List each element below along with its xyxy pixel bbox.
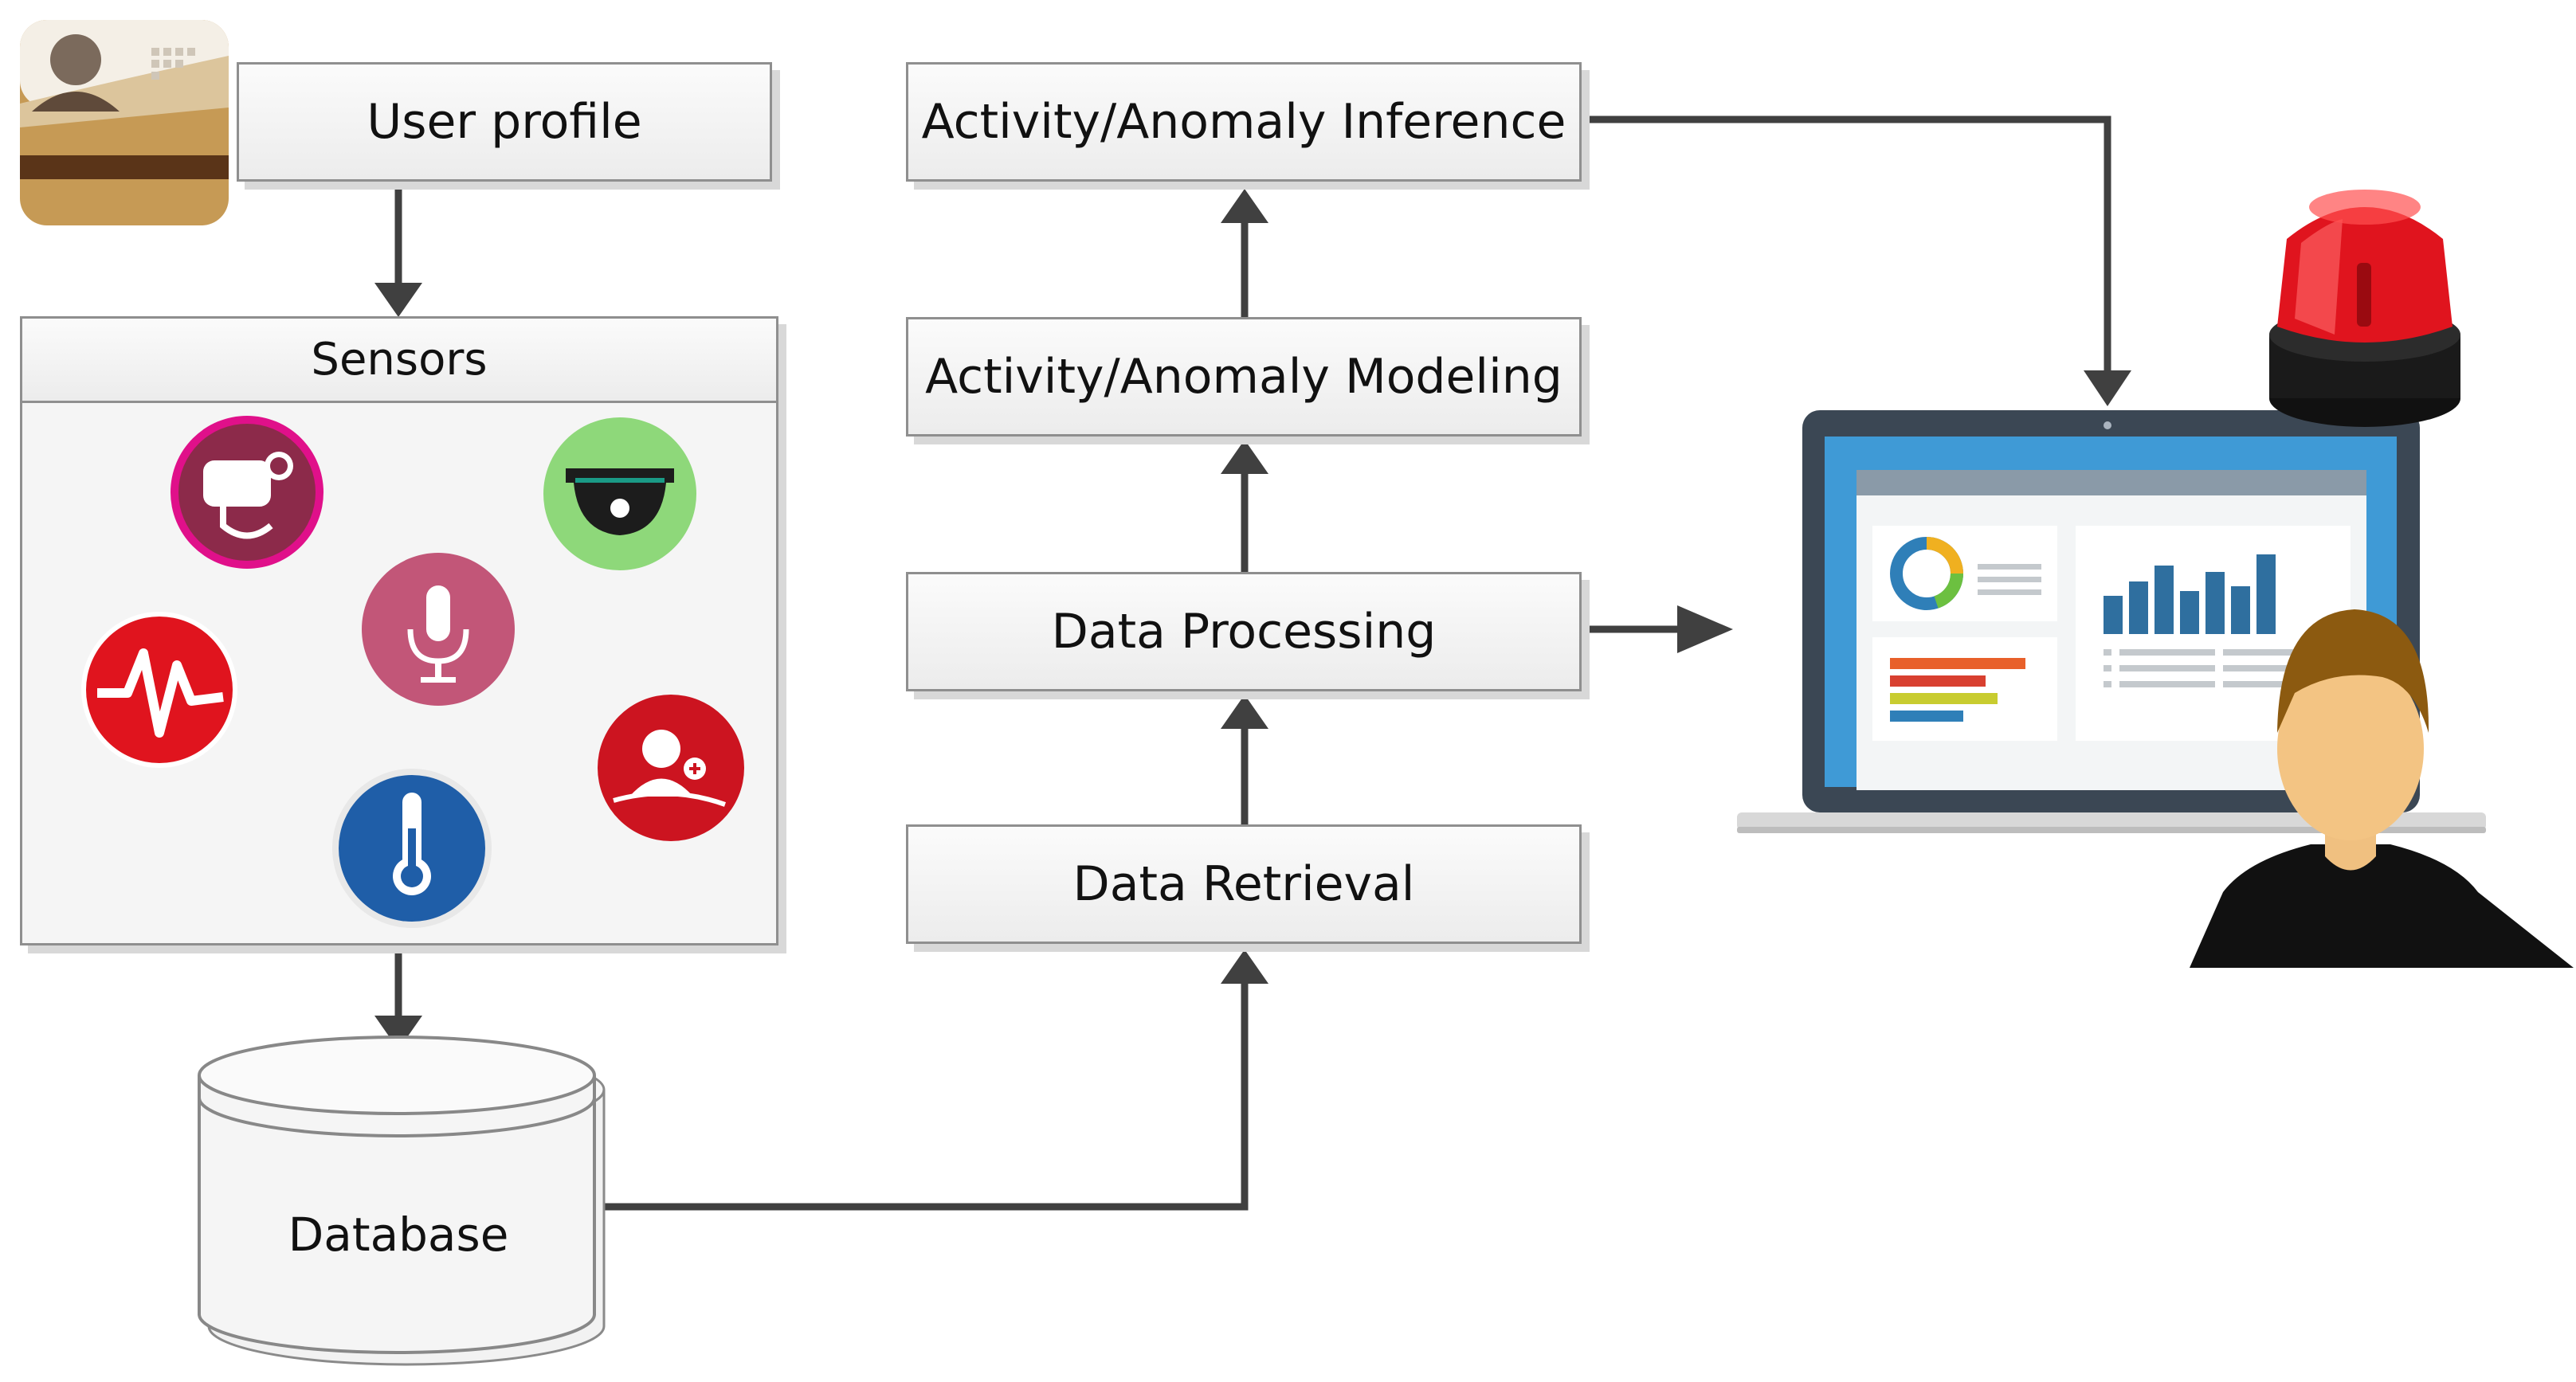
arrow-database-to-retrieval bbox=[594, 980, 1249, 1211]
arrowhead bbox=[1221, 440, 1268, 474]
processing-box: Data Processing bbox=[906, 572, 1582, 691]
arrowhead bbox=[1221, 695, 1268, 729]
database-label: Database bbox=[288, 1208, 509, 1262]
modeling-label: Activity/Anomaly Modeling bbox=[925, 349, 1562, 405]
processing-label: Data Processing bbox=[1051, 604, 1437, 660]
arrowhead bbox=[1221, 189, 1268, 223]
arrowhead bbox=[374, 283, 422, 317]
user-profile-box: User profile bbox=[237, 62, 772, 182]
arrowhead bbox=[374, 1016, 422, 1050]
inference-box: Activity/Anomaly Inference bbox=[906, 62, 1582, 182]
modeling-box: Activity/Anomaly Modeling bbox=[906, 317, 1582, 437]
sensors-header: Sensors bbox=[22, 319, 776, 403]
user-profile-label: User profile bbox=[367, 94, 642, 150]
inference-label: Activity/Anomaly Inference bbox=[921, 94, 1566, 150]
arrowhead bbox=[1221, 949, 1268, 984]
sensors-panel: Sensors bbox=[20, 316, 778, 945]
retrieval-box: Data Retrieval bbox=[906, 824, 1582, 944]
arrowhead bbox=[1677, 605, 1733, 653]
arrow-inference-to-laptop bbox=[1582, 115, 2111, 374]
arrowhead bbox=[2084, 370, 2131, 406]
retrieval-label: Data Retrieval bbox=[1072, 856, 1415, 912]
sensors-label: Sensors bbox=[311, 334, 488, 386]
